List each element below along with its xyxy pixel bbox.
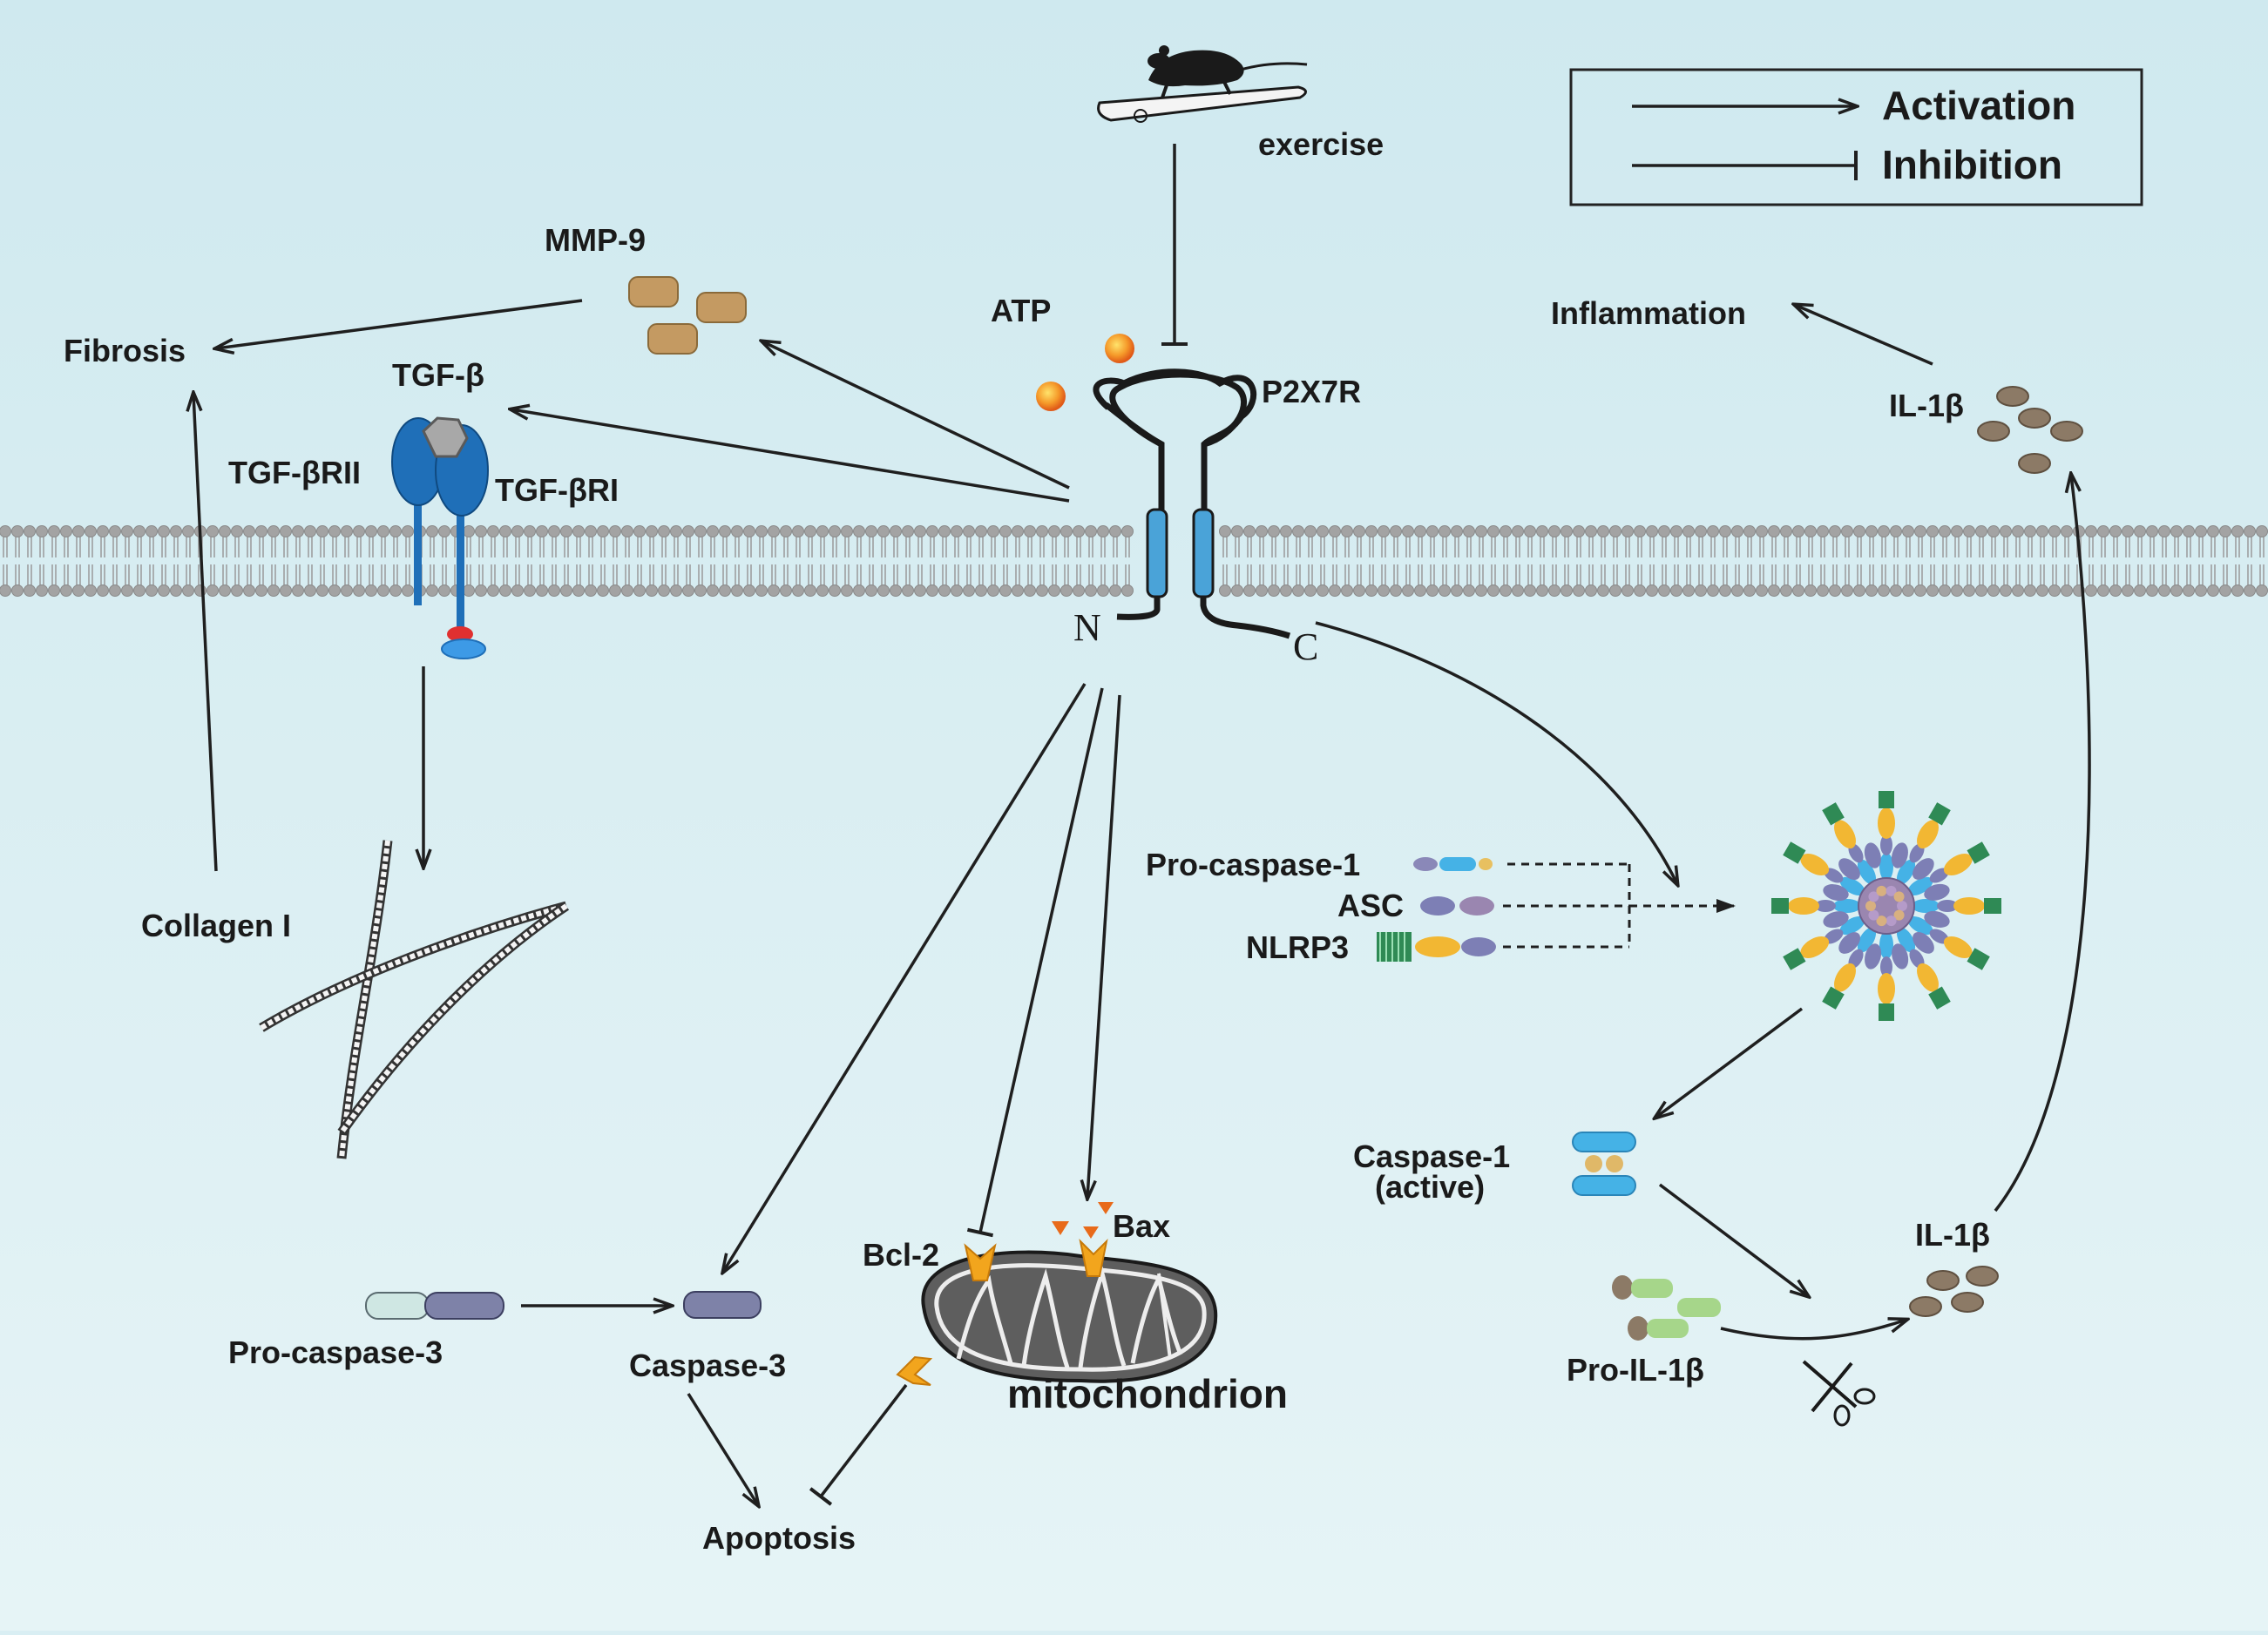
p2x7r-to-inflammasome-arrow (1315, 621, 1677, 884)
tgfb-label: TGF-β (392, 357, 484, 393)
tgfb-receptor (391, 416, 489, 659)
collagen-label: Collagen I (141, 908, 291, 943)
tgfbri-label: TGF-βRI (495, 472, 619, 508)
caspase1-active-protein (1572, 1132, 1636, 1196)
p2x7r-to-mmp9-arrow (762, 341, 1070, 490)
legend-inhibition-label: Inhibition (1882, 142, 2062, 187)
caspase3-to-apoptosis-arrow (687, 1393, 758, 1505)
inflammation-label: Inflammation (1551, 295, 1746, 331)
mitochondrion-label: mitochondrion (1007, 1371, 1288, 1416)
p2x7r-receptor (1093, 368, 1291, 639)
cell-membrane (0, 525, 2268, 597)
p2x7r-inhibits-bcl2 (966, 687, 1104, 1238)
mitochondrion-inhibits-apoptosis (809, 1383, 908, 1506)
p2x7r-to-bax-arrow (1087, 694, 1121, 1198)
bax-label: Bax (1113, 1208, 1170, 1244)
legend: Activation Inhibition (1569, 68, 2143, 206)
procaspase3-protein (365, 1292, 504, 1320)
exercise-label: exercise (1258, 126, 1384, 162)
collagen-to-fibrosis-arrow (193, 394, 218, 872)
nlrp3-inflammasome-complex (1771, 791, 2001, 1021)
mmp9-molecules (628, 276, 747, 355)
caspase3-protein (683, 1291, 762, 1319)
treadmill-mouse-icon (1097, 45, 1308, 123)
procaspase1-protein (1413, 857, 1493, 871)
nlrp3-protein (1377, 932, 1496, 962)
caspase1-cleaves-arrow (1658, 1183, 1808, 1296)
il1b-top-molecules (1977, 386, 2083, 474)
procaspase1-label: Pro-caspase-1 (1146, 847, 1360, 882)
n-terminus-label: N (1073, 606, 1101, 649)
il1b-top-label: IL-1β (1889, 388, 1964, 423)
il1b-bottom-label: IL-1β (1915, 1217, 1990, 1253)
asc-label: ASC (1337, 888, 1404, 923)
c-terminus-label: C (1293, 625, 1318, 668)
asc-protein (1420, 896, 1494, 915)
mitochondrion-organelle (921, 1250, 1218, 1383)
scissors-icon (1802, 1360, 1876, 1427)
proil1b-label: Pro-IL-1β (1567, 1352, 1704, 1388)
collagen-fibers (259, 840, 570, 1159)
legend-activation-label: Activation (1882, 83, 2075, 128)
inflammasome-to-caspase1-arrow (1655, 1007, 1804, 1118)
p2x7r-to-tgfb-arrow (511, 409, 1070, 503)
nlrp3-label: NLRP3 (1246, 929, 1349, 965)
bax-protein (1052, 1202, 1114, 1277)
caspase3-label: Caspase-3 (629, 1348, 786, 1383)
fibrosis-label: Fibrosis (64, 333, 186, 368)
p2x7r-to-caspase3-arrow (723, 683, 1087, 1272)
procaspase3-label: Pro-caspase-3 (228, 1334, 443, 1370)
caspase1-label-line1: Caspase-1 (1353, 1138, 1510, 1174)
il1b-to-inflammation-arrow (1795, 305, 1933, 366)
proil1b-to-il1b-arrow (1720, 1320, 1906, 1341)
tgfbrii-label: TGF-βRII (228, 455, 361, 490)
mmp9-to-fibrosis-arrow (216, 299, 583, 348)
atp-label: ATP (991, 293, 1051, 328)
bcl2-label: Bcl-2 (863, 1237, 939, 1273)
p2x7r-label: P2X7R (1262, 374, 1361, 409)
caspase1-label-line2: (active) (1375, 1169, 1485, 1205)
atp-molecule (1105, 334, 1134, 363)
atp-molecule (1036, 382, 1066, 411)
mmp9-label: MMP-9 (545, 222, 646, 258)
bcl2-protein (896, 1243, 997, 1386)
proil1b-protein (1612, 1275, 1721, 1341)
apoptosis-label: Apoptosis (702, 1520, 856, 1556)
il1b-release-arrow (1994, 475, 2091, 1213)
il1b-bottom-molecules (1909, 1266, 1999, 1317)
legend-box (1569, 68, 2143, 206)
